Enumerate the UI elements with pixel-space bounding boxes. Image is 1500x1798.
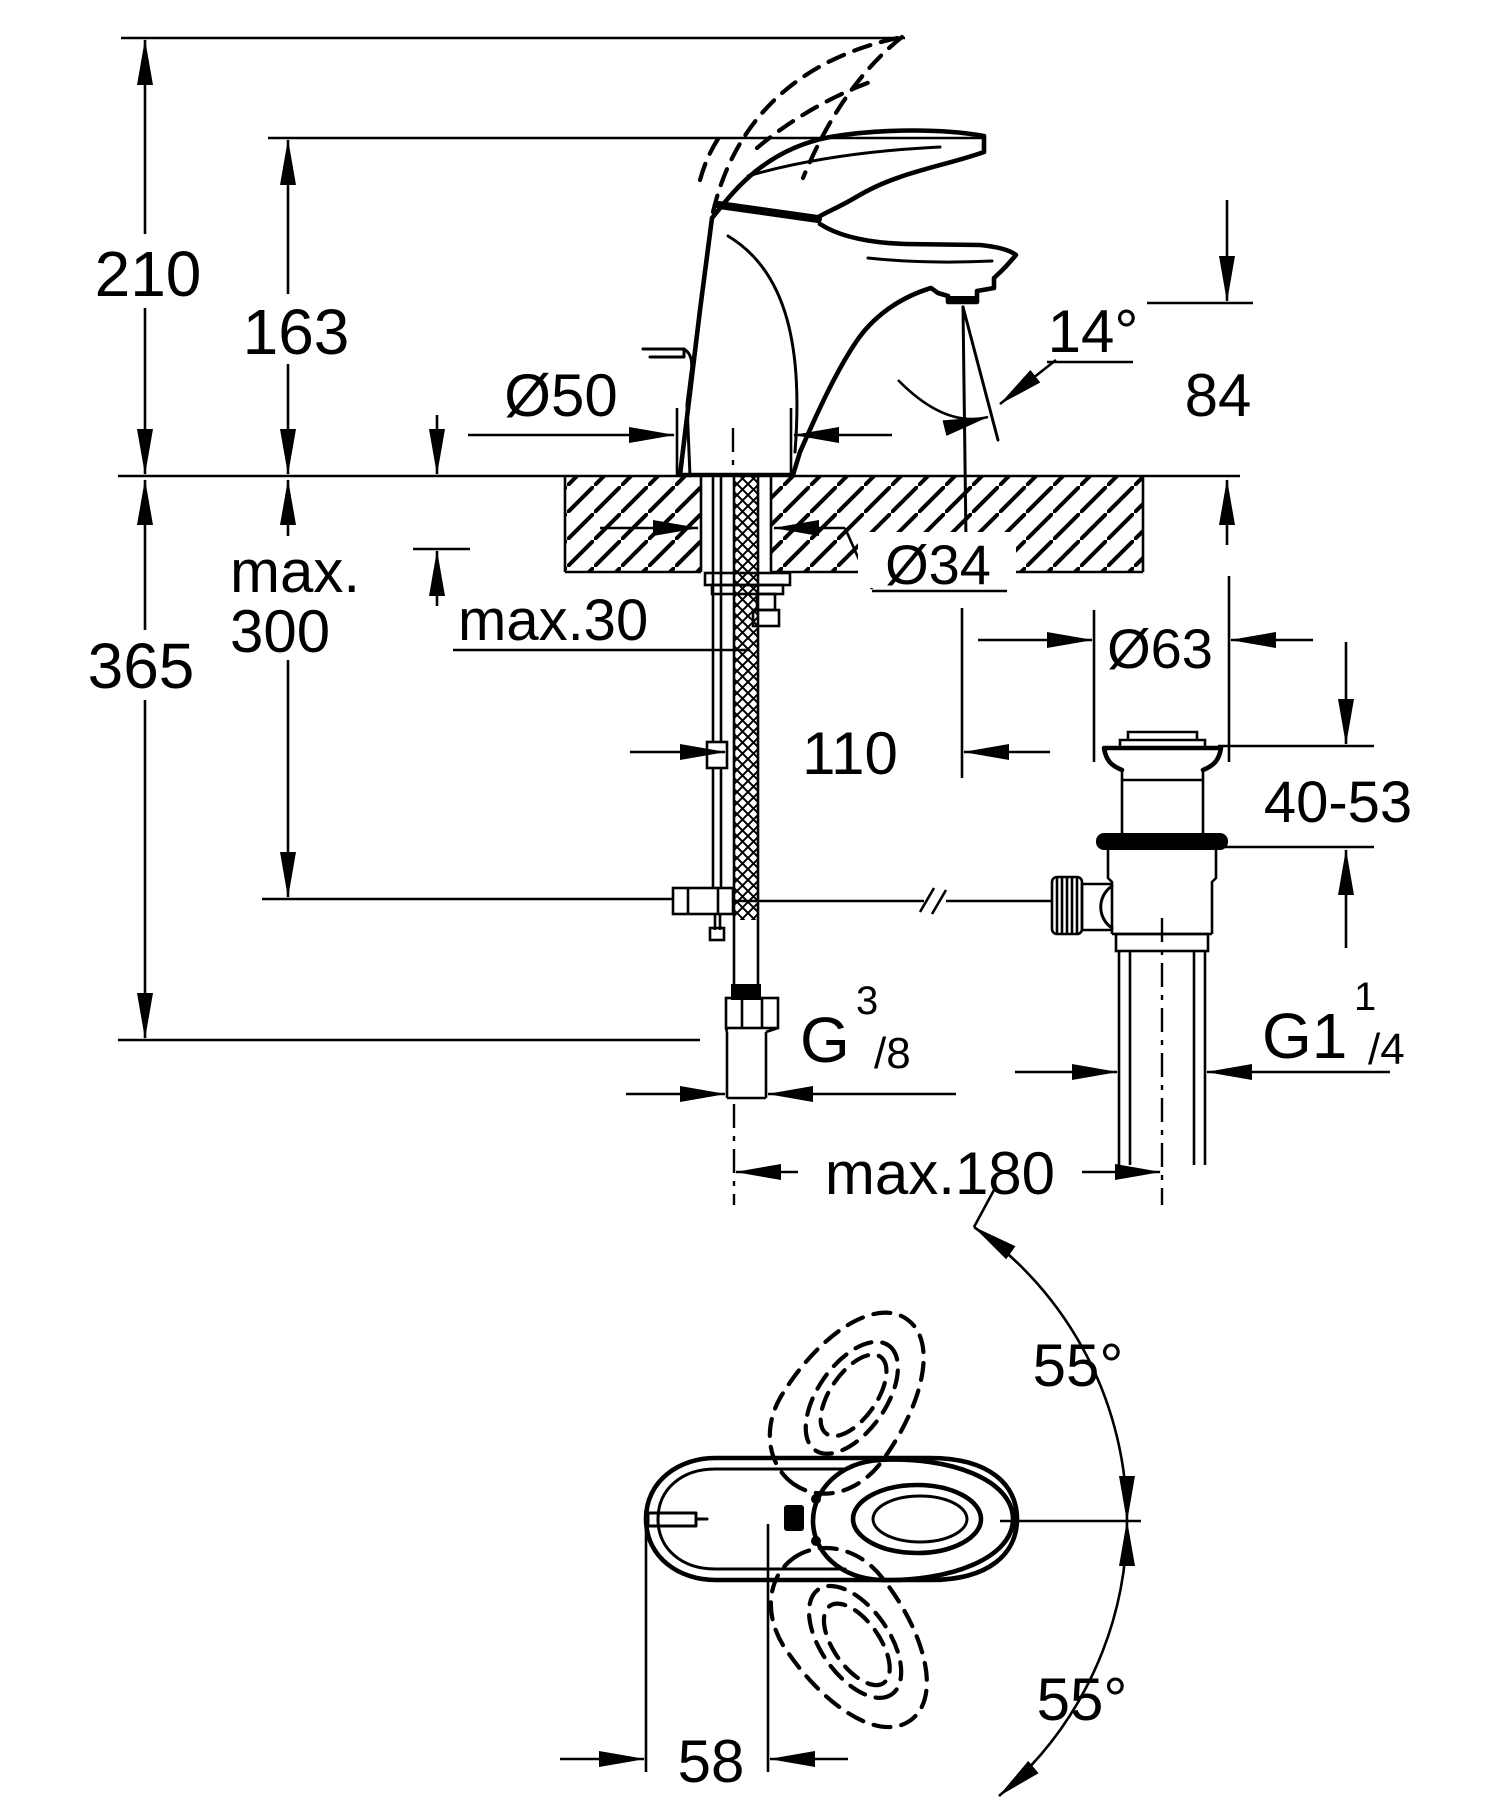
pop-up-rod-plan [646,1511,698,1528]
dim-label-plan-offset: 58 [678,1728,745,1795]
dim-label-spout-angle: 14° [1048,298,1139,365]
waste-seal-ring [1096,833,1228,850]
dim-label-max-center-distance: max.180 [825,1140,1055,1207]
dim-label-overall-drop: 365 [88,630,195,702]
aerator-outlet [948,296,977,303]
supply-thread-base: G [800,1004,850,1076]
dim-label-hose-drop-1: max. [230,538,360,605]
waste-thread-sub: /4 [1368,1025,1405,1074]
dim-label-overall-height: 210 [95,238,202,310]
waste-thread-label: G1 1 /4 [1262,975,1405,1074]
waste-thread-sup: 1 [1354,975,1376,1019]
supply-thread-label: G 3 /8 [800,979,911,1078]
plan-view [560,1189,1141,1797]
label-masks [81,234,1016,700]
reference-lines [118,36,1374,1042]
lever-plan-solid [810,1457,1016,1583]
lever-plan-rotated-lower [768,1545,929,1730]
dim-label-waste-clamp-range: 40-53 [1264,770,1412,835]
upper-swivel-arc [973,1225,1135,1522]
faucet-body [641,128,1019,478]
dim-label-hole-diameter: Ø34 [885,533,991,596]
dim-label-center-to-waste: 110 [802,720,898,787]
supply-thread-sub: /8 [874,1029,911,1078]
spout-angle-annotation [897,305,1133,542]
dimension-lines [137,39,1390,1180]
dim-label-waste-flange-diameter: Ø63 [1107,617,1213,680]
lever-joint-seam [715,201,822,223]
counter-deck [118,474,1240,574]
pop-up-knob [641,347,686,359]
pop-up-waste-valve [1050,730,1228,1205]
dim-label-deck-thickness: max.30 [458,588,648,653]
dim-label-base-diameter: Ø50 [504,362,617,429]
dim-label-hose-drop-2: 300 [230,598,330,665]
faucet-plan-body [643,1455,1020,1583]
dim-label-swivel-lower: 55° [1037,1666,1128,1733]
dim-label-swivel-upper: 55° [1033,1332,1124,1399]
waste-thread-base: G1 [1262,1000,1347,1072]
lever-plan-rotated-upper [767,1310,926,1496]
lever-raised-position-dashed [697,34,905,215]
lower-swivel-arc [998,1520,1136,1797]
supply-thread-sup: 3 [856,979,878,1023]
dim-label-spout-height: 84 [1185,362,1252,429]
dim-label-lever-height: 163 [243,296,350,368]
